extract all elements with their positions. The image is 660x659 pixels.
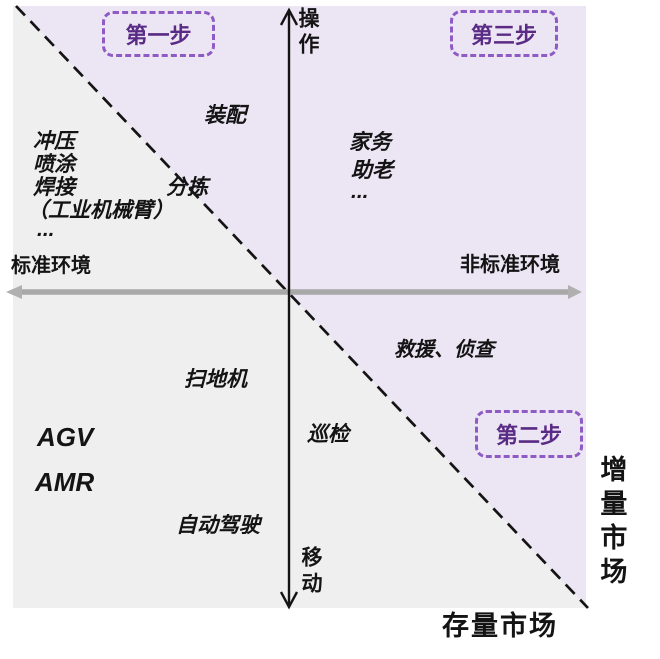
item-elder-care: 助老: [351, 159, 393, 182]
axis-label-standard-env: 标准环境: [11, 255, 91, 277]
step-1-badge: 第一步: [102, 11, 215, 57]
item-sweeping-robot: 扫地机: [184, 368, 247, 391]
step-3-badge: 第三步: [450, 10, 558, 57]
horizontal-axis-left-arrow-icon: [6, 285, 22, 299]
item-agv: AGV: [37, 422, 94, 452]
item-autonomous-driving: 自动驾驶: [176, 514, 260, 537]
axis-label-mobility: 移动: [299, 546, 323, 598]
item-welding: 焊接: [33, 176, 75, 199]
incremental-market-label: 增量市场: [596, 455, 627, 591]
item-housework: 家务: [349, 131, 391, 154]
vertical-axis-top-arrow-icon: [279, 7, 299, 26]
step-3-label: 第三步: [470, 22, 537, 48]
horizontal-axis-right-arrow-icon: [568, 285, 582, 299]
item-industrial-arm: （工业机械臂）: [27, 199, 174, 222]
item-stamping: 冲压: [33, 130, 75, 153]
step-2-label: 第二步: [495, 423, 562, 448]
vertical-axis-bottom-arrow-icon: [279, 591, 299, 610]
item-rescue-recon: 救援、侦查: [394, 339, 494, 361]
item-spraying: 喷涂: [33, 153, 75, 176]
item-inspection: 巡检: [307, 423, 349, 446]
stock-market-label: 存量市场: [442, 611, 558, 641]
item-ellipsis-right: ...: [351, 180, 369, 203]
step-1-label: 第一步: [125, 23, 192, 48]
item-assembly: 装配: [204, 104, 246, 127]
step-2-badge: 第二步: [475, 410, 583, 458]
axis-label-nonstandard-env: 非标准环境: [460, 254, 560, 276]
diagonal-divider-line: [15, 5, 589, 609]
axis-label-operation: 操作: [296, 7, 320, 59]
item-ellipsis-left: ...: [37, 218, 55, 241]
item-amr: AMR: [35, 467, 95, 497]
item-sorting: 分拣: [166, 176, 208, 199]
